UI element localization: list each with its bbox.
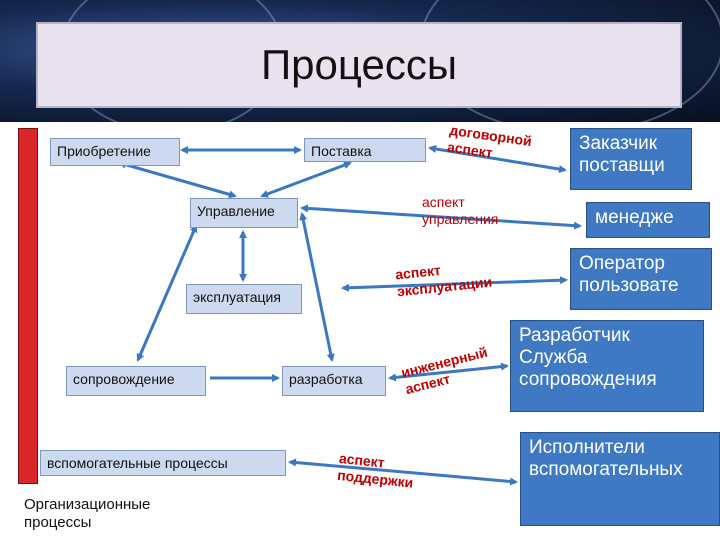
- title-banner: Процессы: [36, 22, 682, 108]
- arrow-dev-developer: [388, 362, 509, 382]
- role-developer: Разработчик Служба сопровождения: [510, 320, 704, 412]
- organizational-bar: [18, 128, 38, 484]
- node-development: разработка: [282, 366, 386, 396]
- arrow-acq-mgmt: [118, 160, 237, 199]
- arrow-supply-mgmt: [260, 161, 352, 198]
- arrow-support-executors: [288, 458, 518, 486]
- role-manager: менедже: [586, 202, 710, 238]
- role-customer: Заказчик поставщи: [570, 128, 692, 190]
- node-acquisition: Приобретение: [50, 138, 180, 166]
- node-supply: Поставка: [304, 138, 426, 162]
- label-management-aspect: аспект управления: [422, 194, 499, 227]
- node-management: Управление: [190, 198, 298, 228]
- node-operation: эксплуатация: [186, 284, 302, 314]
- arrow-oper-operator: [341, 276, 568, 292]
- node-maintenance: сопровождение: [66, 366, 206, 396]
- role-executors: Исполнители вспомогательных: [520, 432, 720, 526]
- footer-organizational-processes: Организационные процессы: [24, 496, 151, 531]
- arrow-mgmt-manager: [300, 204, 582, 230]
- node-support-processes: вспомогательные процессы: [40, 450, 286, 476]
- arrow-mgmt-dev: [299, 212, 335, 362]
- role-operator: Оператор пользовате: [570, 248, 712, 310]
- arrow-mgmt-maint: [136, 224, 198, 362]
- arrow-supply-customer: [428, 145, 567, 173]
- slide-title: Процессы: [260, 41, 458, 88]
